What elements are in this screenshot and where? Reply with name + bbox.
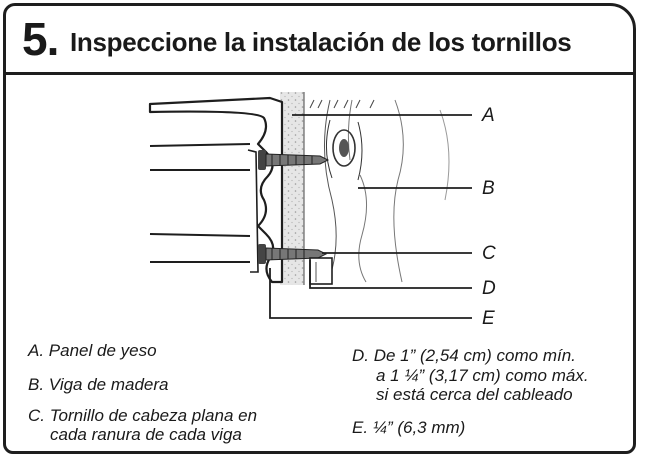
- instruction-card: 5. Inspeccione la instalación de los tor…: [3, 3, 636, 454]
- legend-c-line2: cada ranura de cada viga: [50, 425, 242, 444]
- callout-b: B: [482, 178, 495, 199]
- legend-a: A. Panel de yeso: [28, 341, 157, 360]
- screw-upper: [258, 150, 330, 170]
- callout-leaders: [269, 114, 472, 319]
- wood-joist: [300, 95, 520, 285]
- step-title: Inspeccione la instalación de los tornil…: [70, 27, 572, 57]
- legend-d-line2: a 1 ¼” (3,17 cm) como máx.: [376, 366, 589, 385]
- callout-c: C: [482, 243, 496, 264]
- screw-lower: [258, 244, 328, 264]
- callout-e: E: [482, 308, 495, 329]
- legend-b: B. Viga de madera: [28, 375, 169, 394]
- legend-e: E. ¼” (6,3 mm): [352, 418, 466, 437]
- step-header: 5. Inspeccione la instalación de los tor…: [6, 6, 633, 75]
- step-number: 5.: [22, 13, 59, 65]
- callout-a: A: [481, 105, 495, 126]
- legend-d-line1: D. De 1” (2,54 cm) como mín.: [352, 346, 576, 365]
- callout-d: D: [482, 278, 496, 299]
- legend-c-line1: C. Tornillo de cabeza plana en: [28, 406, 258, 425]
- legend-d-line3: si está cerca del cableado: [376, 385, 573, 404]
